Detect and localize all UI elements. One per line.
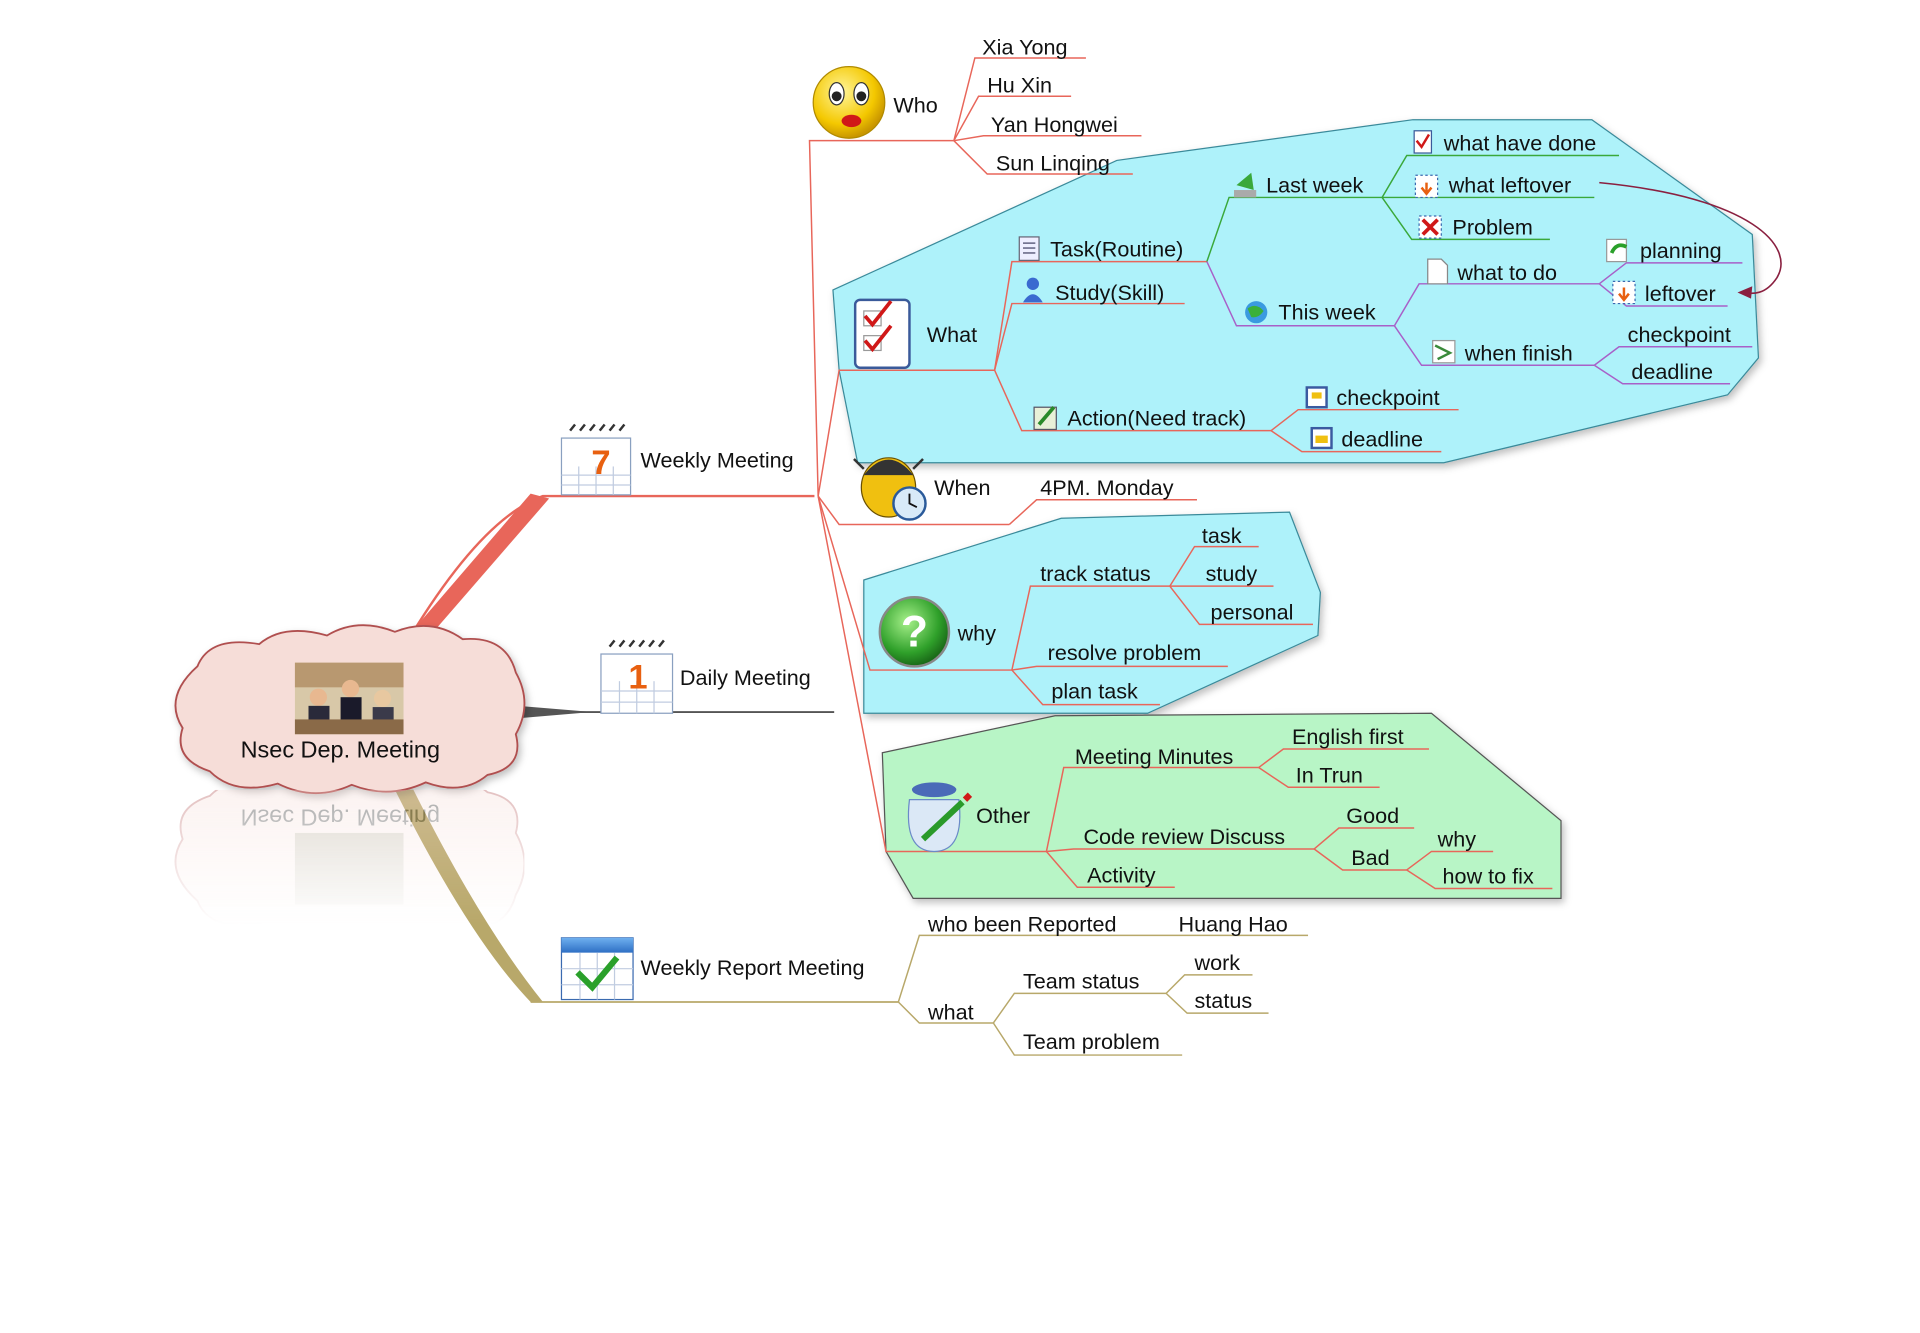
download-icon (1234, 172, 1257, 198)
question-icon: ? (878, 596, 951, 668)
relationship-arrow (1599, 181, 1782, 295)
calendar-check-icon (560, 937, 634, 1001)
when-finish-item[interactable]: checkpoint (1627, 322, 1731, 347)
leftover-icon (1414, 174, 1439, 199)
when-value[interactable]: 4PM. Monday (1040, 475, 1174, 500)
report-branch-thick (394, 789, 543, 1003)
face-icon (812, 66, 886, 139)
other-topic[interactable]: Other (976, 803, 1031, 829)
weekly-meeting-topic[interactable]: Weekly Meeting (640, 447, 794, 473)
refresh-icon (1606, 238, 1628, 263)
study-topic[interactable]: Study(Skill) (1055, 280, 1165, 305)
why-topic[interactable]: why (957, 620, 996, 646)
bad-topic[interactable]: Bad (1351, 845, 1390, 870)
last-week-item[interactable]: what have done (1443, 130, 1597, 156)
action-item[interactable]: deadline (1341, 426, 1424, 452)
person-topic[interactable]: Sun Linqing (995, 150, 1110, 176)
team-status-item[interactable]: status (1194, 988, 1253, 1014)
bad-item[interactable]: how to fix (1442, 863, 1534, 889)
track-status-item[interactable]: study (1205, 561, 1258, 587)
document-icon (1427, 258, 1449, 285)
what-to-do-item[interactable]: planning (1639, 238, 1722, 263)
calendar-icon: 7 (560, 423, 632, 496)
svg-text:?: ? (901, 608, 928, 657)
what-to-do-item[interactable]: leftover (1644, 281, 1716, 307)
who-topic[interactable]: Who (893, 92, 938, 118)
central-title[interactable]: Nsec Dep. Meeting (240, 737, 441, 764)
meeting-photo (294, 662, 404, 735)
bug-clock-icon (853, 457, 927, 521)
close-icon (1418, 215, 1442, 239)
action-topic[interactable]: Action(Need track) (1067, 405, 1247, 431)
resolve-topic[interactable]: resolve problem (1047, 640, 1202, 666)
last-week-item[interactable]: Problem (1452, 214, 1533, 240)
checklist-icon (853, 298, 911, 369)
report-subbranch-lines (897, 934, 1309, 1056)
team-status-item[interactable]: work (1194, 950, 1241, 975)
check-doc-icon (1413, 130, 1433, 154)
team-problem-topic[interactable]: Team problem (1022, 1029, 1160, 1054)
team-status-topic[interactable]: Team status (1022, 968, 1140, 994)
plan-topic[interactable]: plan task (1051, 678, 1138, 704)
minutes-topic[interactable]: Meeting Minutes (1074, 744, 1234, 769)
what-region (832, 119, 1760, 464)
edit-icon (1033, 406, 1057, 431)
minutes-item[interactable]: English first (1291, 724, 1404, 750)
bad-item[interactable]: why (1437, 826, 1477, 852)
user-icon (1022, 277, 1043, 303)
last-week-lines (1206, 154, 1620, 262)
timeline-icon (1432, 339, 1456, 364)
mind-map-canvas: ? 7 1 (174, 57, 1782, 1056)
action-item[interactable]: checkpoint (1336, 385, 1440, 410)
good-topic[interactable]: Good (1346, 803, 1400, 829)
daily-meeting-topic[interactable]: Daily Meeting (679, 665, 811, 690)
task-list-icon (1018, 236, 1040, 261)
this-week-topic[interactable]: This week (1278, 299, 1376, 325)
weekly-branch-thick (401, 493, 550, 648)
weekly-report-topic[interactable]: Weekly Report Meeting (640, 955, 865, 980)
code-review-topic[interactable]: Code review Discuss (1083, 824, 1286, 849)
checkpoint-icon (1305, 386, 1328, 409)
jar-icon (907, 782, 973, 853)
activity-topic[interactable]: Activity (1087, 862, 1156, 888)
last-week-topic[interactable]: Last week (1266, 172, 1364, 198)
calendar-number: 7 (591, 444, 610, 482)
why-region (863, 511, 1322, 714)
this-week-lines (1206, 261, 1753, 385)
central-title-reflection: Nsec Dep. Meeting (240, 803, 441, 830)
minutes-item[interactable]: In Trun (1295, 762, 1363, 788)
deadline-icon (1310, 426, 1333, 450)
track-status-topic[interactable]: track status (1040, 561, 1151, 587)
when-finish-topic[interactable]: when finish (1464, 340, 1573, 366)
leftover-icon (1612, 280, 1636, 305)
calendar-icon: 1 (600, 639, 674, 714)
weekly-subbranch-lines (808, 57, 1553, 890)
globe-icon (1245, 301, 1268, 324)
task-topic[interactable]: Task(Routine) (1050, 236, 1184, 262)
reported-value[interactable]: Huang Hao (1178, 911, 1288, 937)
reported-topic[interactable]: who been Reported (927, 911, 1117, 937)
report-what-topic[interactable]: what (927, 999, 974, 1025)
when-finish-item[interactable]: deadline (1631, 359, 1714, 384)
what-to-do-topic[interactable]: what to do (1457, 260, 1557, 286)
person-topic[interactable]: Hu Xin (987, 72, 1053, 98)
other-region (881, 712, 1562, 899)
track-status-item[interactable]: task (1201, 523, 1242, 548)
track-status-item[interactable]: personal (1210, 599, 1294, 625)
what-topic[interactable]: What (926, 322, 978, 347)
calendar-number: 1 (628, 659, 647, 697)
when-topic[interactable]: When (934, 475, 991, 500)
person-topic[interactable]: Xia Yong (982, 34, 1068, 60)
last-week-item[interactable]: what leftover (1448, 172, 1572, 198)
central-reflection: Nsec Dep. Meeting (173, 773, 526, 943)
person-topic[interactable]: Yan Hongwei (990, 112, 1118, 137)
